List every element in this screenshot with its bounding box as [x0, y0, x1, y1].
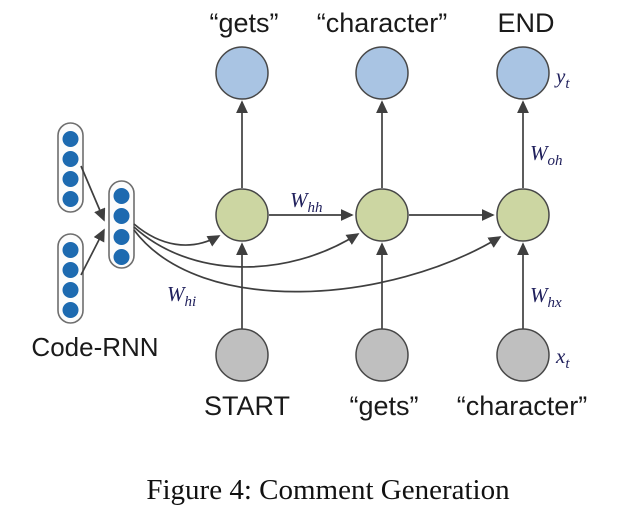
- output-var-base: y: [554, 64, 566, 88]
- output-node-3: [496, 46, 550, 100]
- output-word-label-3: END: [497, 8, 554, 38]
- output-var-sub: t: [565, 76, 570, 92]
- hidden-node-3: [496, 188, 550, 242]
- figure-caption: Figure 4: Comment Generation: [146, 474, 510, 506]
- input-node-3: [496, 328, 550, 382]
- capsule-outline: [57, 122, 84, 213]
- output-node-1: [215, 46, 269, 100]
- weight-hi-base: W: [167, 282, 187, 306]
- encoder-label: Code-RNN: [31, 332, 158, 362]
- weight-hi-sub: hi: [185, 294, 197, 310]
- embedding-dot: [62, 191, 79, 207]
- context-arrow-2: [133, 226, 360, 268]
- embedding-dot: [113, 208, 130, 224]
- weight-oh-base: W: [530, 141, 550, 165]
- input-var-base: x: [555, 344, 566, 368]
- input-node-1: [215, 328, 269, 382]
- weight-hh-sub: hh: [308, 200, 323, 216]
- output-word-label-1: “gets”: [209, 8, 278, 38]
- input-word-label-1: START: [204, 391, 290, 421]
- weight-hx-base: W: [530, 283, 550, 307]
- input-word-label-2: “gets”: [349, 391, 418, 421]
- output-node-2: [355, 46, 409, 100]
- capsule-outline: [57, 233, 84, 324]
- input-var-sub: t: [565, 356, 570, 372]
- weight-label-hi: Whi: [167, 282, 196, 310]
- code-vector-bottom: [57, 233, 84, 324]
- hidden-node-2: [355, 188, 409, 242]
- output-word-label-2: “character”: [317, 8, 448, 38]
- embedding-dot: [113, 188, 130, 204]
- embedding-dot: [62, 151, 79, 167]
- weight-hh-base: W: [290, 188, 310, 212]
- embedding-dot: [113, 249, 130, 265]
- embedding-dot: [62, 131, 79, 147]
- embedding-dot: [62, 262, 79, 278]
- weight-oh-sub: oh: [548, 153, 563, 169]
- merge-arrow-bottom: [80, 228, 105, 276]
- context-arrow-1: [133, 223, 221, 247]
- weight-label-hx: Whx: [530, 283, 562, 311]
- embedding-dot: [62, 171, 79, 187]
- hidden-node-1: [215, 188, 269, 242]
- weight-label-oh: Woh: [530, 141, 563, 169]
- comment-generation-diagram: “gets” “character” END START “gets” “cha…: [31, 8, 588, 421]
- merged-code-vector: [108, 180, 135, 269]
- merge-arrow-top: [80, 165, 106, 222]
- input-var-label: xt: [555, 344, 570, 372]
- weight-label-hh: Whh: [290, 188, 323, 216]
- embedding-dot: [113, 229, 130, 245]
- embedding-dot: [62, 282, 79, 298]
- weight-hx-sub: hx: [548, 295, 563, 311]
- context-arrow-3: [133, 229, 502, 293]
- output-var-label: yt: [554, 64, 570, 92]
- code-vector-top: [57, 122, 84, 213]
- input-word-label-3: “character”: [457, 391, 588, 421]
- input-node-2: [355, 328, 409, 382]
- embedding-dot: [62, 242, 79, 258]
- embedding-dot: [62, 302, 79, 318]
